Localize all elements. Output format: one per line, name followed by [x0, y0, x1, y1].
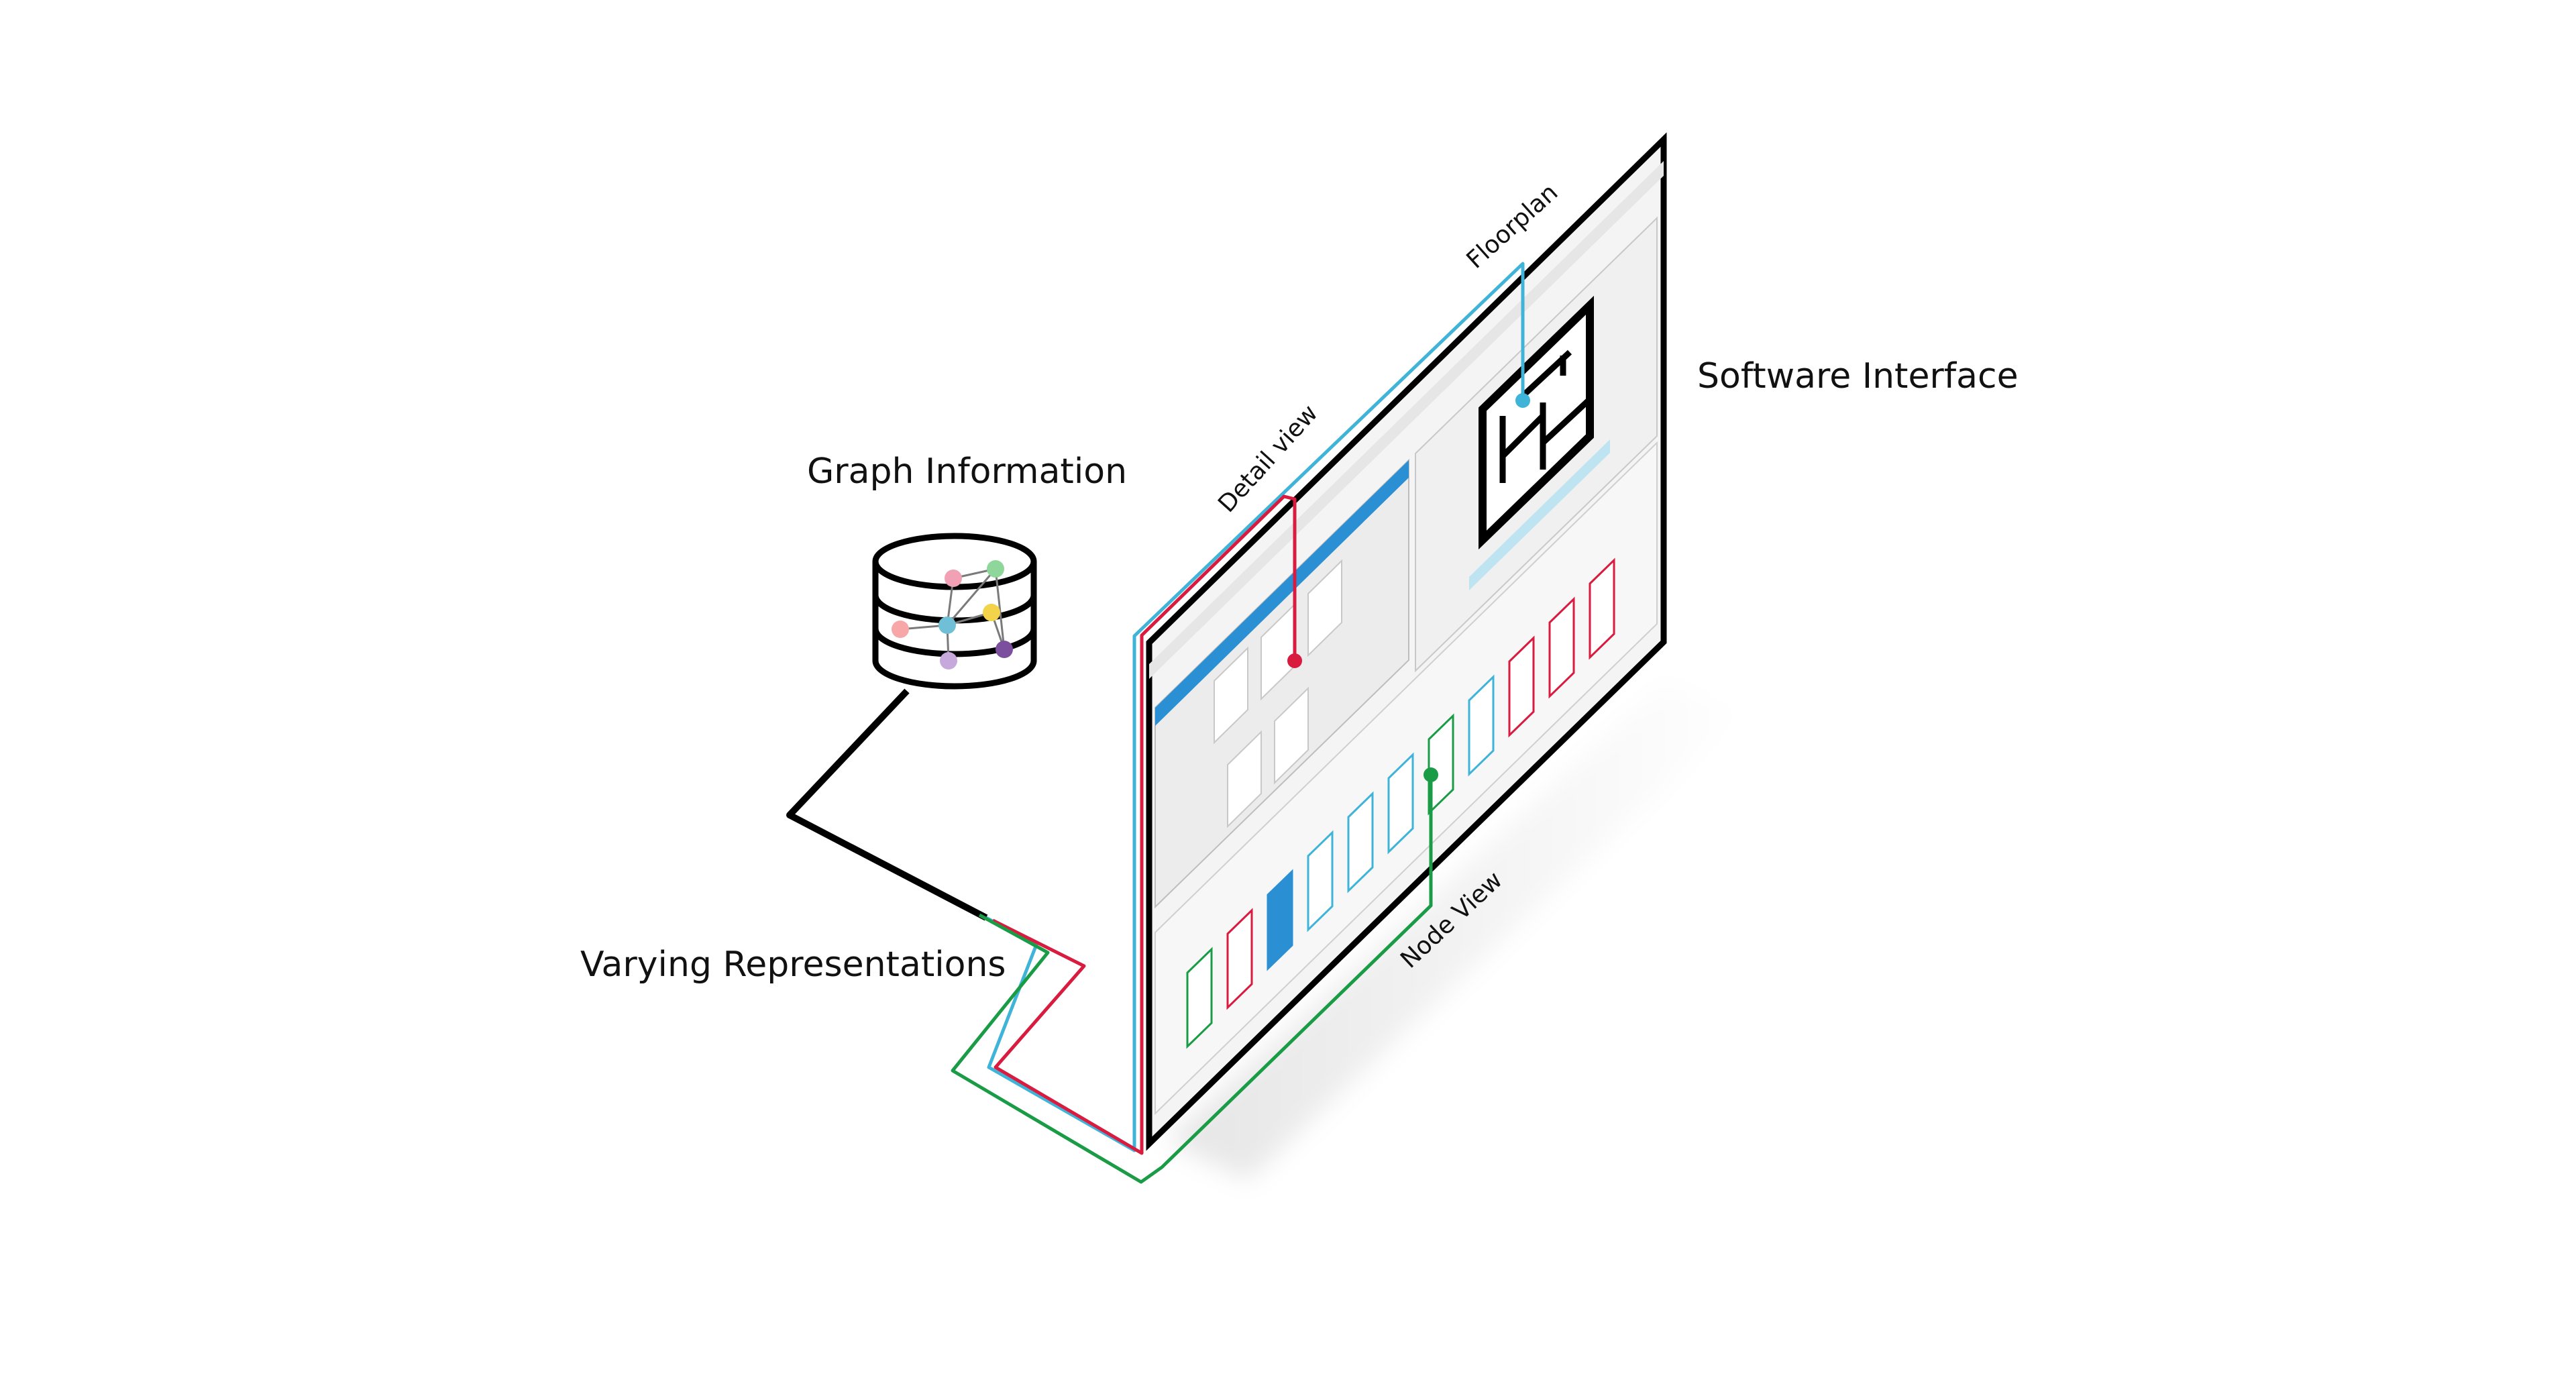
node-card: [1387, 752, 1414, 855]
graph-network-icon: [892, 560, 1013, 669]
floorplan-panel: [1415, 216, 1658, 673]
node-card: [1548, 596, 1575, 699]
detail-view-link-line: [991, 494, 1297, 1155]
graph-node: [987, 560, 1004, 578]
graph-node: [892, 621, 909, 638]
node-card: [1226, 908, 1253, 1010]
node-view-marker: [1424, 767, 1438, 782]
node-card: [1428, 713, 1454, 816]
node-card: [1589, 557, 1615, 660]
browser-bar: [1149, 161, 1664, 679]
node-card: [1186, 947, 1213, 1049]
detail-view-marker: [1287, 653, 1302, 668]
node-card: [1468, 674, 1495, 777]
graph-node: [938, 616, 956, 634]
graph-node: [945, 570, 962, 587]
database-connector: [786, 688, 988, 921]
graph-database-icon: [872, 533, 1037, 690]
node-card: [1307, 830, 1334, 932]
node-card: [1508, 635, 1535, 738]
varying-representations-label: Varying Representations: [580, 945, 1006, 985]
software-interface-screen: [1146, 132, 1667, 1151]
software-interface-label: Software Interface: [1697, 356, 2019, 396]
floorplan-marker: [1515, 393, 1530, 408]
graph-node: [983, 604, 1000, 621]
graph-node: [940, 652, 957, 669]
node-view-cards: [1186, 557, 1615, 1049]
node-card: [1347, 791, 1374, 894]
graph-information-label: Graph Information: [807, 451, 1127, 492]
node-view-link-line: [951, 775, 1433, 1184]
graph-node: [996, 641, 1013, 658]
screen-shadow: [1167, 684, 1744, 1181]
node-card: [1267, 869, 1293, 971]
detail-view-panel: [1155, 458, 1409, 909]
